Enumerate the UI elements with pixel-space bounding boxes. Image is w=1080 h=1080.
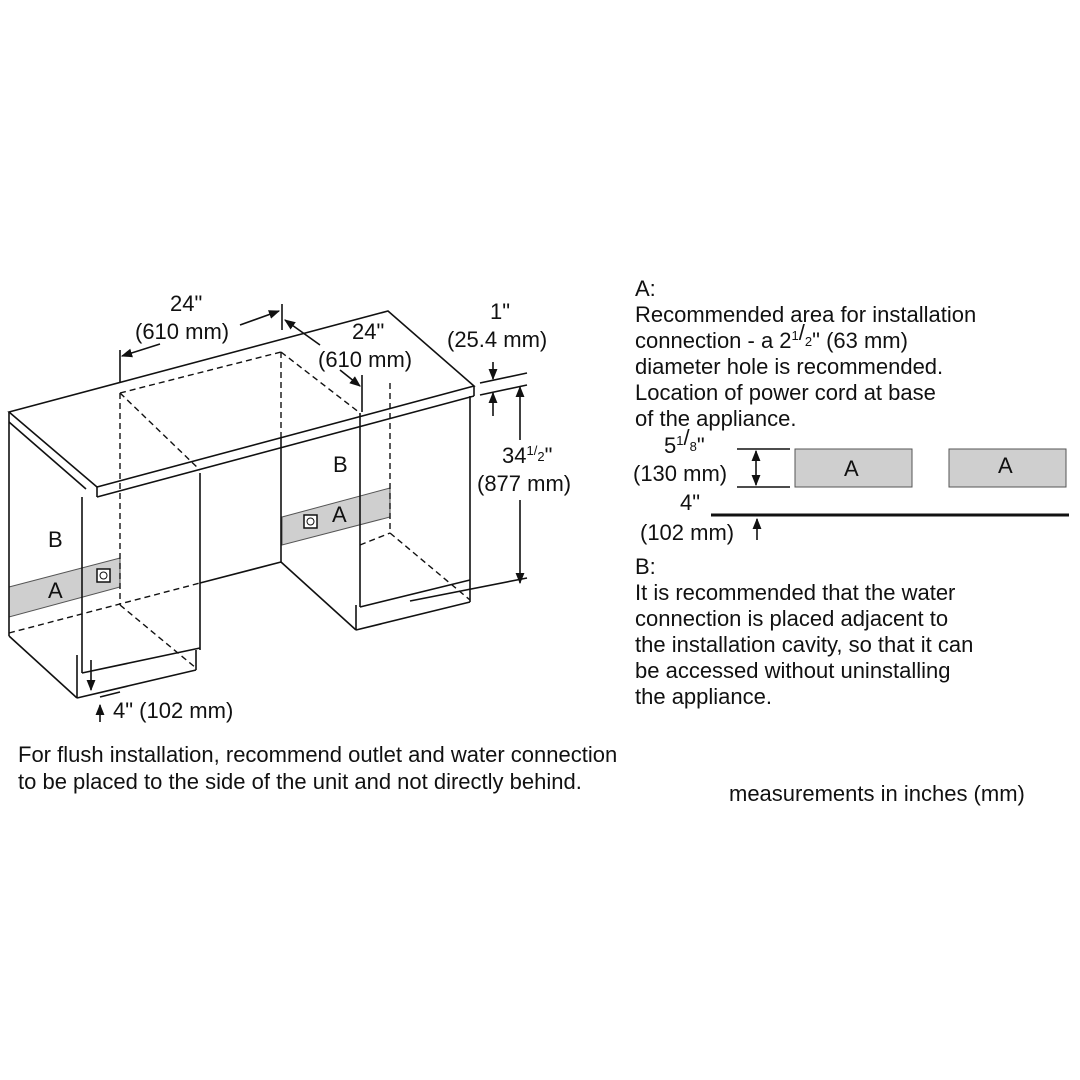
zone-a-label: A (48, 578, 63, 603)
svg-text:(610 mm): (610 mm) (135, 319, 229, 344)
svg-text:connection - a 21/2" (63 mm): connection - a 21/2" (63 mm) (635, 320, 908, 353)
svg-text:be accessed without uninstalli: be accessed without uninstalling (635, 658, 951, 683)
zone-a-label: A (332, 502, 347, 527)
svg-text:(130 mm): (130 mm) (633, 461, 727, 486)
svg-text:4": 4" (680, 490, 700, 515)
legend-b: B: It is recommended that the water conn… (635, 554, 973, 709)
svg-text:the appliance.: the appliance. (635, 684, 772, 709)
svg-text:24": 24" (352, 319, 384, 344)
svg-text:341/2": 341/2" (502, 443, 552, 468)
svg-text:It is recommended that the wat: It is recommended that the water (635, 580, 955, 605)
svg-text:1": 1" (490, 299, 510, 324)
dimension-height: 341/2" (877 mm) (409, 385, 571, 602)
svg-text:(102 mm): (102 mm) (640, 520, 734, 545)
svg-text:A: A (998, 453, 1013, 478)
dimension-toe-kick: 4" (102 mm) (86, 660, 233, 723)
svg-text:(25.4 mm): (25.4 mm) (447, 327, 547, 352)
zone-b-label: B (333, 452, 348, 477)
svg-text:A:: A: (635, 276, 656, 301)
svg-text:of the appliance.: of the appliance. (635, 406, 796, 431)
zone-a-box (948, 448, 1067, 488)
svg-text:(877 mm): (877 mm) (477, 471, 571, 496)
placement-detail: 51/8" (130 mm) A A 4" (102 mm) (633, 425, 1069, 545)
svg-text:A: A (844, 456, 859, 481)
zone-a-band-left (8, 557, 121, 618)
legend-a: A: Recommended area for installation con… (635, 276, 976, 431)
outlet-icon (303, 514, 318, 529)
dimension-countertop-thickness: 1" (25.4 mm) (447, 299, 547, 416)
svg-text:24": 24" (170, 291, 202, 316)
svg-text:(610 mm): (610 mm) (318, 347, 412, 372)
outlet-icon (96, 568, 111, 583)
svg-text:Location of power cord at base: Location of power cord at base (635, 380, 936, 405)
cabinet-drawing: B A B A 24" (610 mm) 24" (610 mm) 1" (25… (7, 291, 571, 723)
flush-note-line2: to be placed to the side of the unit and… (18, 769, 582, 794)
units-note: measurements in inches (mm) (729, 781, 1025, 806)
svg-text:Recommended area for installat: Recommended area for installation (635, 302, 976, 327)
svg-text:51/8": 51/8" (664, 425, 705, 458)
dimension-width: 24" (610 mm) (119, 291, 283, 382)
right-cabinet (199, 351, 471, 631)
svg-text:diameter hole is recommended.: diameter hole is recommended. (635, 354, 943, 379)
svg-text:connection is placed adjacent: connection is placed adjacent to (635, 606, 948, 631)
flush-note-line1: For flush installation, recommend outlet… (18, 742, 617, 767)
countertop (7, 310, 476, 498)
zone-b-label: B (48, 527, 63, 552)
left-cabinet (8, 351, 282, 699)
svg-text:B:: B: (635, 554, 656, 579)
zone-a-box (794, 448, 913, 488)
svg-text:4" (102 mm): 4" (102 mm) (113, 698, 233, 723)
svg-text:the installation cavity, so th: the installation cavity, so that it can (635, 632, 973, 657)
dimension-depth: 24" (610 mm) (284, 319, 412, 412)
